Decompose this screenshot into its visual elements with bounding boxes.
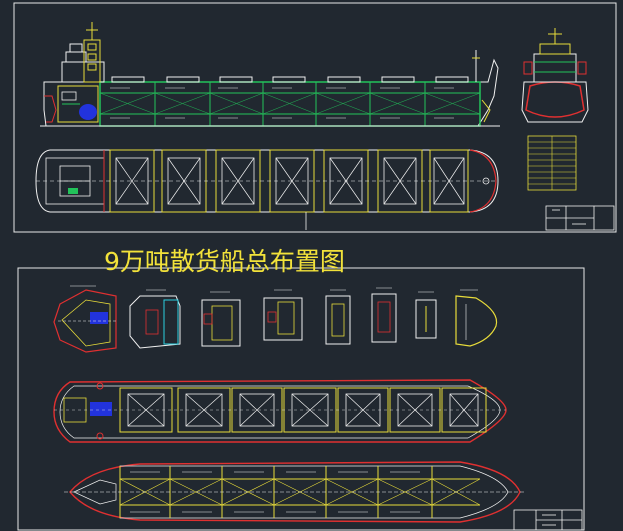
particulars-table	[527, 135, 577, 191]
bottom-title-block	[513, 509, 583, 531]
tank-top-plan	[64, 461, 524, 523]
top-sheet-frame	[13, 2, 617, 233]
top-sheet	[13, 2, 617, 233]
top-title-block	[545, 205, 615, 231]
main-deck-plan	[53, 379, 507, 443]
deck-plan-view	[35, 149, 499, 230]
deck-sections-row	[53, 285, 498, 353]
midship-section-view	[521, 28, 589, 123]
bottom-sheet-frame	[17, 267, 585, 531]
profile-elevation-view	[40, 22, 500, 127]
bottom-sheet	[17, 267, 585, 531]
drawing-title: 9万吨散货船总布置图	[104, 247, 345, 276]
